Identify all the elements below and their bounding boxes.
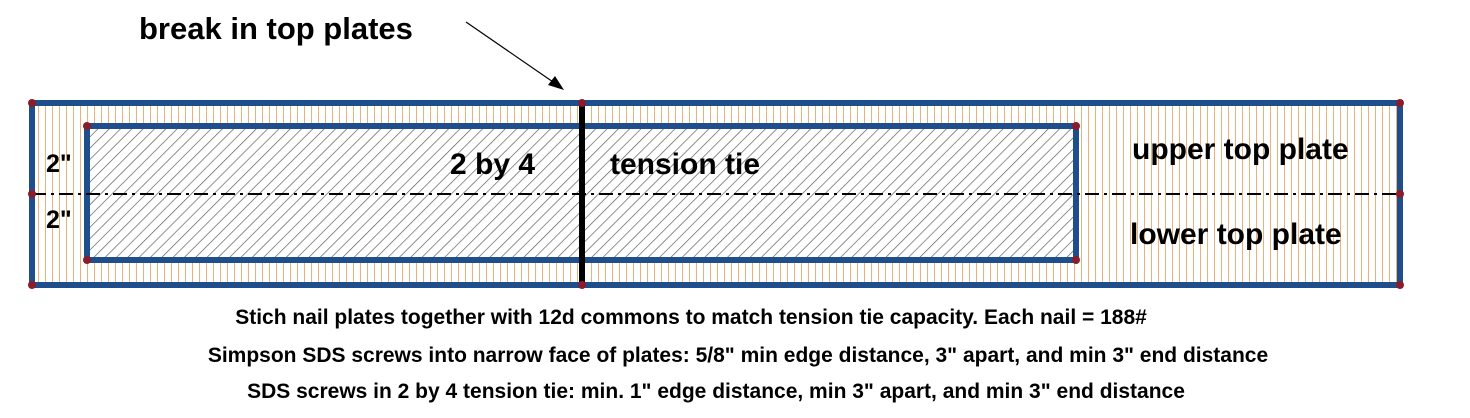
- break-leader-line: [465, 21, 557, 85]
- two-by-four-label: 2 by 4: [450, 148, 535, 181]
- note-sds-tension-tie: SDS screws in 2 by 4 tension tie: min. 1…: [247, 380, 1185, 403]
- break-label: break in top plates: [139, 11, 413, 46]
- break-arrowhead: [548, 76, 564, 90]
- tension-tie-label: tension tie: [610, 148, 760, 181]
- upper-plate-label: upper top plate: [1132, 133, 1349, 166]
- dimension-lower-label: 2": [46, 206, 72, 234]
- corner-dots: [28, 99, 1404, 289]
- note-sds-plates: Simpson SDS screws into narrow face of p…: [207, 344, 1269, 367]
- note-stitch-nailing: Stich nail plates together with 12d comm…: [235, 306, 1147, 329]
- dimension-upper-label: 2": [46, 150, 72, 178]
- lower-plate-label: lower top plate: [1130, 218, 1342, 251]
